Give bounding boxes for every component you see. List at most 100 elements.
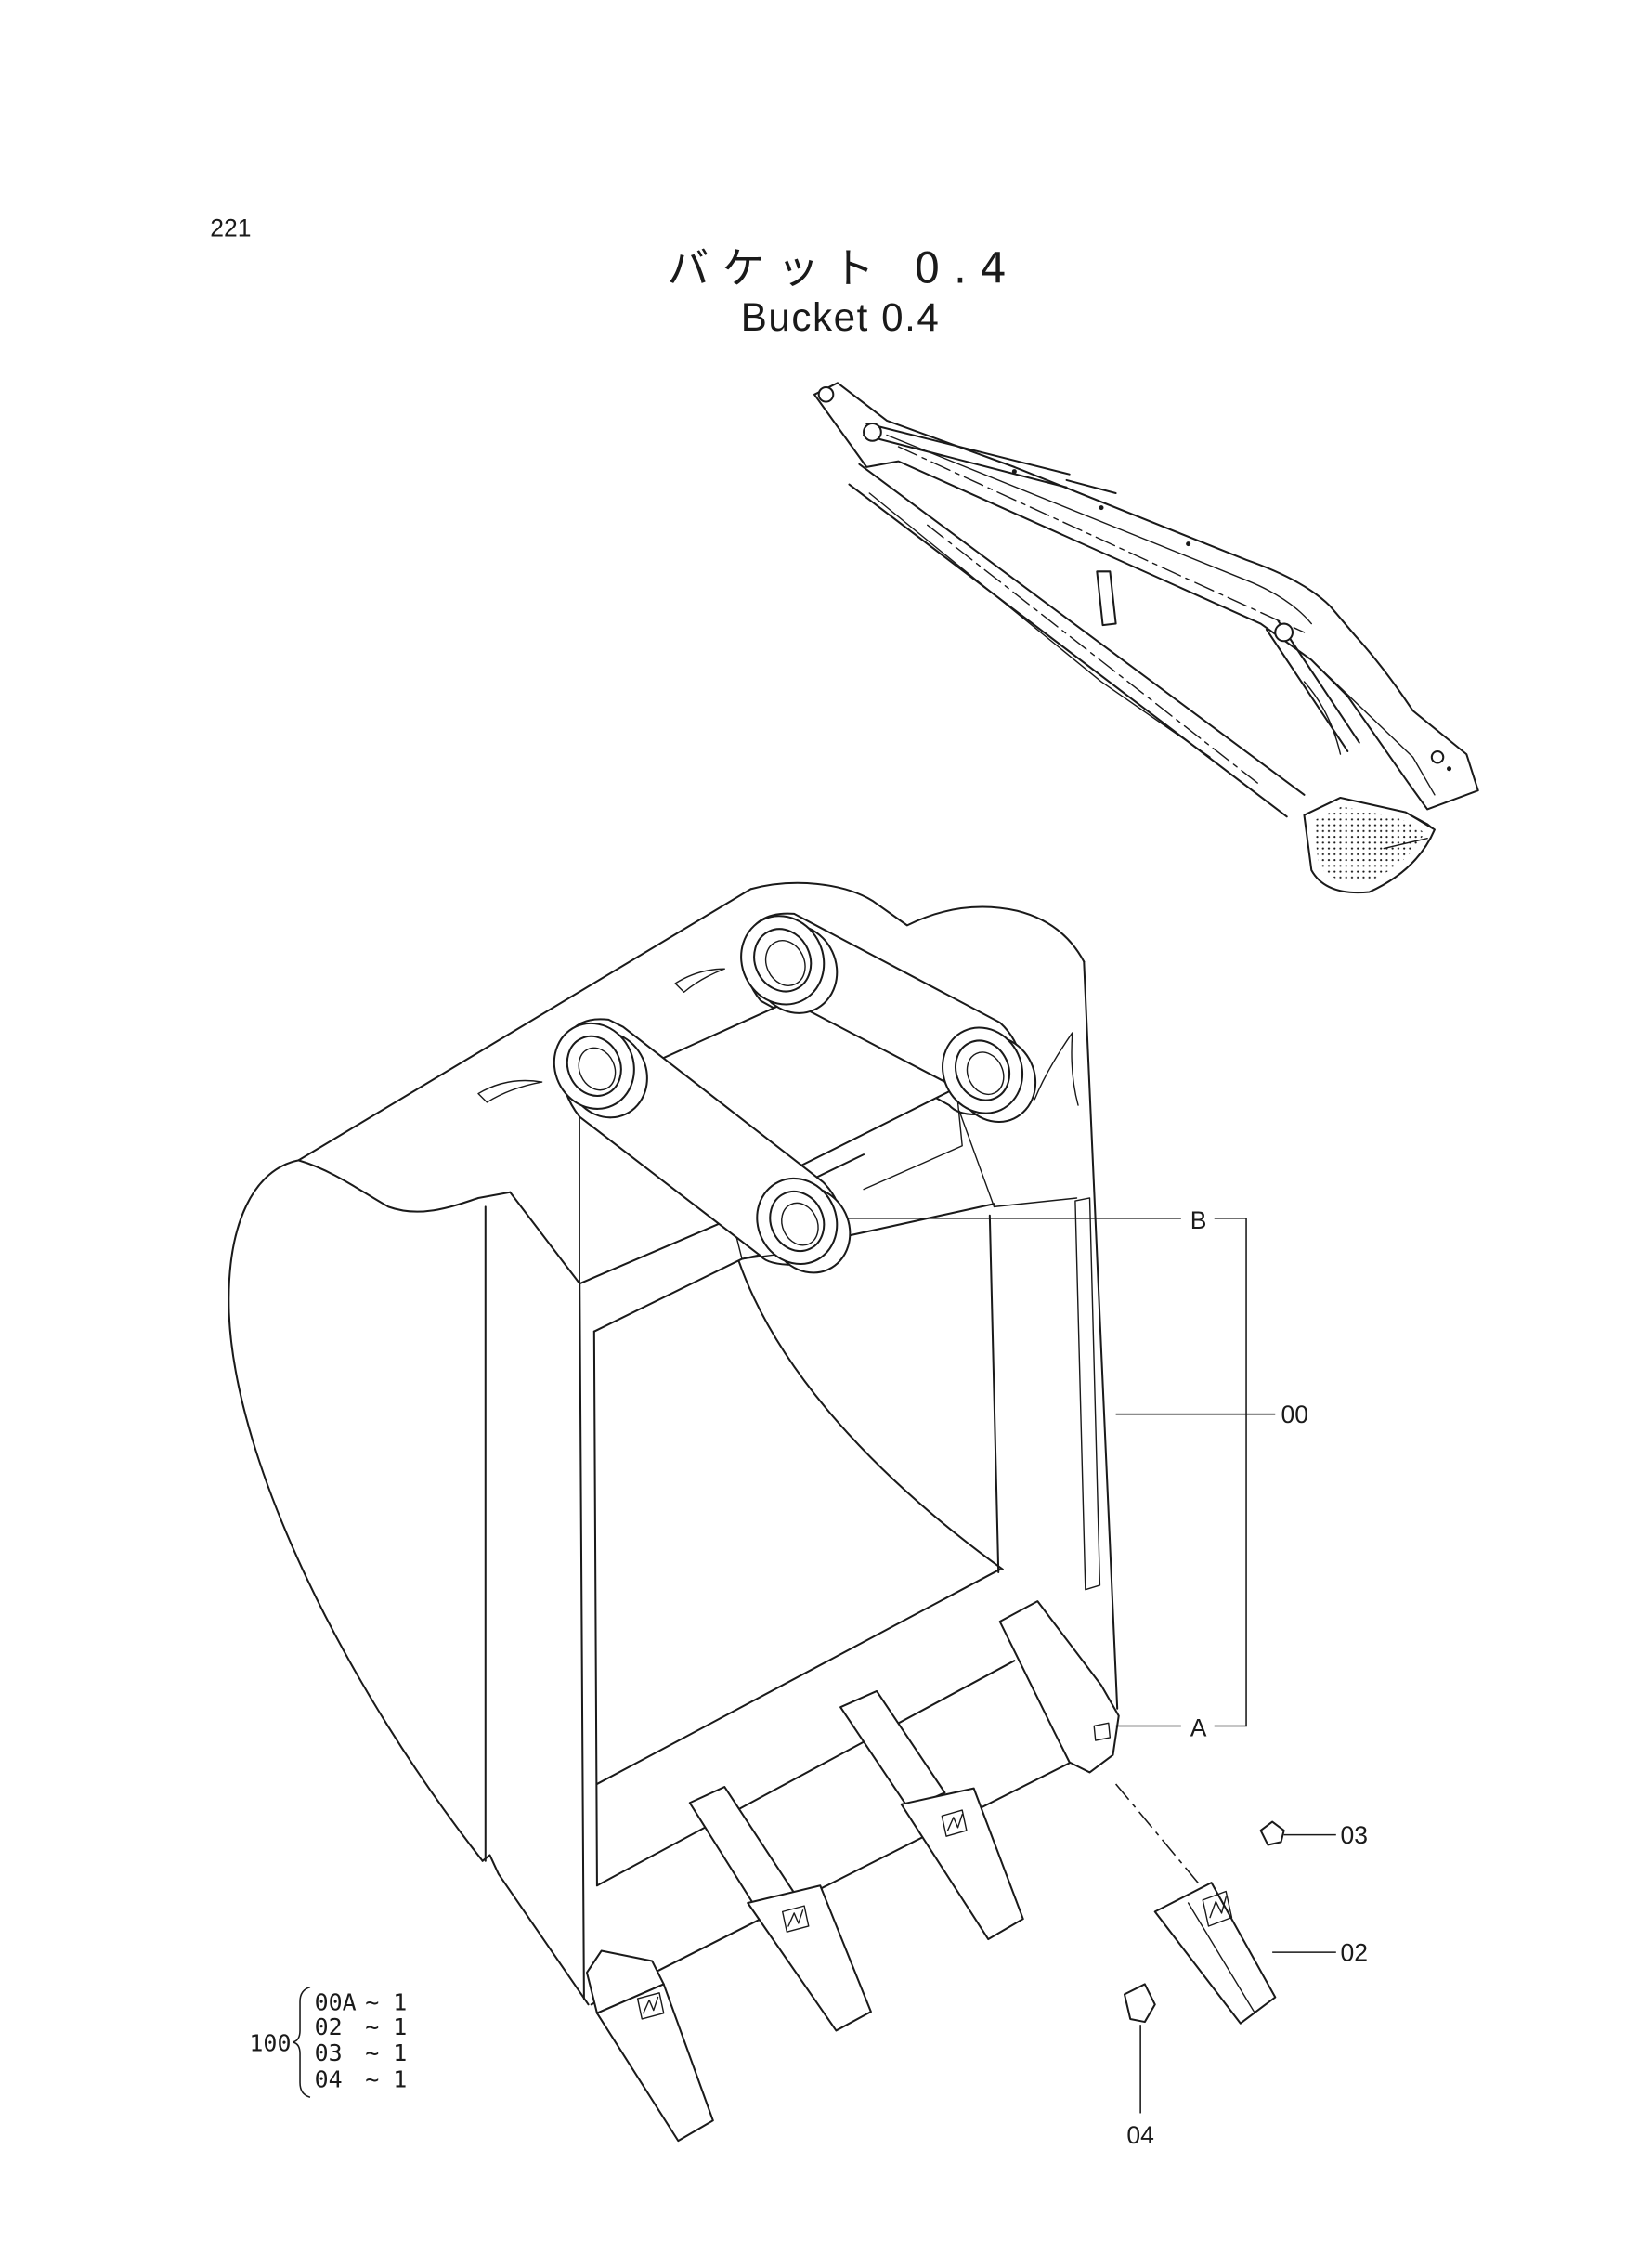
pin-boss-front-right — [942, 1026, 1037, 1124]
callout-03: 03 — [1340, 1821, 1367, 1849]
right-side-plate-inner-edge — [988, 1214, 1000, 1573]
tooth-point — [595, 1983, 714, 2143]
callout-a: A — [1190, 1713, 1207, 1741]
arm-brace — [868, 492, 1211, 758]
boss-outer — [740, 915, 826, 1006]
bucket-inner-back-curve — [737, 1260, 1004, 1570]
callout-04: 04 — [1126, 2121, 1153, 2149]
boss-inner — [753, 928, 813, 993]
bolt-dot — [1447, 766, 1452, 772]
tooth-2 — [688, 1786, 872, 2032]
parts-list-code: 03 — [315, 2039, 343, 2066]
tooth-logo — [781, 1905, 810, 1933]
mini-bucket-texture — [1312, 806, 1424, 882]
boss-bore — [781, 1202, 819, 1246]
title-japanese: バケット 0.4 — [667, 244, 1020, 293]
parts-list-code: 00A — [315, 1989, 357, 2016]
arm-lower-edge — [848, 483, 1288, 818]
arm-cylinder-barrel — [863, 423, 1071, 489]
tooth-adapter-right — [998, 1600, 1120, 1774]
tooth-pin-03 — [1259, 1820, 1285, 1846]
left-side-plate-outer — [579, 1283, 585, 2000]
shell-sliver-center — [674, 968, 725, 993]
adapter-pin-hole — [1093, 1722, 1112, 1741]
bucket-cylinder-pin — [1274, 622, 1294, 643]
leader-lines — [847, 1218, 1336, 2114]
right-top-edge — [993, 1197, 1078, 1208]
right-bracket-face — [958, 1110, 995, 1208]
bucket-illustration — [228, 881, 1285, 2143]
tooth-adapter — [688, 1786, 796, 1910]
boss-inner — [955, 1039, 1011, 1101]
tooth-centerline — [1115, 1783, 1203, 1889]
parts-list-qty: ~ 1 — [365, 1989, 407, 2016]
callout-00: 00 — [1281, 1401, 1308, 1428]
tooth-logo — [941, 1809, 968, 1837]
bucket-top-rim-right — [749, 881, 1086, 963]
assembly-number: 100 — [249, 2029, 291, 2056]
tooth-adapter — [839, 1689, 946, 1810]
arm-upper-edge — [858, 463, 1306, 796]
boss-bore — [578, 1047, 617, 1091]
tooth-point — [747, 1884, 872, 2032]
bucket-top-rim-left — [297, 1159, 512, 1213]
boom-inner-line-lower — [1310, 658, 1436, 796]
leader-bracket-00 — [1214, 1218, 1247, 1727]
mini-bucket-teeth — [1383, 811, 1436, 850]
lip-upper-edge — [595, 1660, 1016, 1887]
boom-foot-pin — [817, 385, 835, 403]
parts-list-code: 04 — [315, 2065, 343, 2092]
tooth-point-edge — [1187, 1902, 1256, 2014]
bucket-top-edge — [297, 888, 752, 1162]
boss-bore — [764, 940, 806, 986]
page-number: 221 — [210, 215, 251, 242]
tooth-point — [900, 1787, 1024, 1941]
parts-list-qty: ~ 1 — [365, 2013, 407, 2040]
bolt-dot — [1011, 469, 1017, 475]
tooth-point-02 — [1153, 1882, 1277, 2025]
parts-list-qty: ~ 1 — [365, 2065, 407, 2092]
tooth-logo — [1202, 1890, 1233, 1927]
tooth-logo — [636, 1992, 665, 2020]
excavator-front-illustration — [813, 382, 1479, 894]
bracket-center-block-face — [793, 1087, 963, 1191]
parts-list-code: 02 — [315, 2013, 343, 2040]
boss-bore — [966, 1051, 1005, 1096]
left-side-plate-bottom — [481, 1854, 590, 2006]
arm-cylinder-pin — [863, 423, 882, 442]
bucket-cylinder-hose — [1303, 681, 1342, 755]
tooth-lock-04 — [1123, 1983, 1156, 2024]
link-rod — [1096, 570, 1117, 627]
tooth-1 — [585, 1949, 714, 2143]
title-english: Bucket 0.4 — [741, 295, 941, 339]
shell-sliver-left — [477, 1079, 543, 1103]
boom-centerline — [897, 446, 1306, 633]
boom-pin — [1430, 749, 1445, 764]
arm-centerline — [927, 524, 1259, 785]
left-side-plate-top — [509, 1191, 581, 1285]
pin-boss-rear-right — [740, 915, 839, 1014]
right-side-plate-edge — [1083, 960, 1119, 1710]
bucket-floor-line — [595, 1568, 1001, 1785]
bolt-dot — [1186, 541, 1191, 547]
parts-list-brace — [293, 1986, 311, 2099]
callout-02: 02 — [1340, 1938, 1367, 1966]
bucket-shell-outline — [228, 1159, 484, 1862]
boss-inner — [566, 1035, 622, 1097]
lip-lower-edge — [590, 1756, 1081, 2006]
left-side-plate-inner — [592, 1330, 598, 1887]
shell-sliver-right — [1034, 1032, 1079, 1106]
tooth-3 — [839, 1689, 1024, 1941]
callout-b: B — [1190, 1206, 1207, 1234]
arm-cylinder-rod — [1065, 478, 1117, 495]
tooth-adapter — [585, 1949, 665, 2014]
adapter-body — [998, 1600, 1120, 1774]
boom-outline — [813, 382, 1479, 811]
boom-inner-line — [886, 434, 1312, 625]
pin-boss-rear-left — [553, 1022, 648, 1119]
parts-list-qty: ~ 1 — [365, 2039, 407, 2066]
right-side-plate-strip — [1074, 1197, 1101, 1591]
boss-inner — [769, 1190, 826, 1253]
parts-list: 100 00A ~ 1 02 ~ 1 03 ~ 1 04 ~ 1 — [249, 1986, 407, 2099]
